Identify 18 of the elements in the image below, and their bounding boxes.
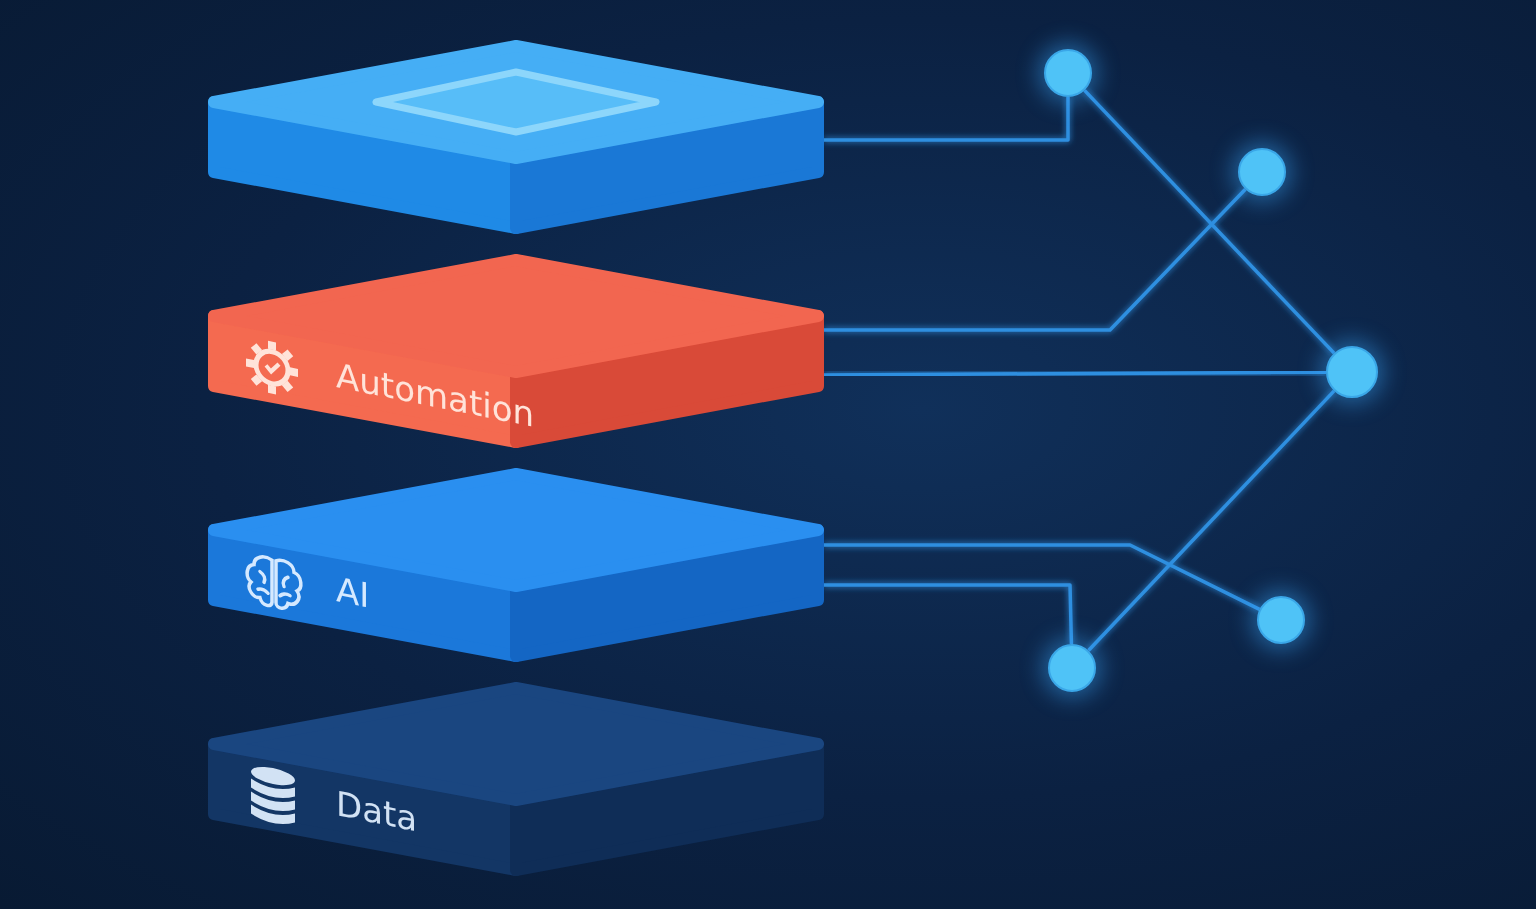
connector-line xyxy=(824,543,1261,611)
layer-slab xyxy=(208,254,824,448)
node-dot xyxy=(1326,346,1378,398)
node-dot xyxy=(1048,644,1096,692)
layer-label: AI xyxy=(336,572,370,613)
node-dot xyxy=(1257,596,1305,644)
layer-label: Data xyxy=(336,786,418,837)
node-dot xyxy=(1044,49,1092,97)
layer-slab xyxy=(208,40,824,234)
connector-line xyxy=(824,97,1070,142)
connector-line xyxy=(1083,89,1336,355)
connector-line xyxy=(1087,389,1336,652)
connector-line xyxy=(824,583,1074,645)
connector-line xyxy=(824,370,1326,377)
layer-slab xyxy=(208,682,824,876)
layer-slab xyxy=(208,468,824,662)
connector-line xyxy=(824,188,1247,332)
node-dot xyxy=(1238,148,1286,196)
